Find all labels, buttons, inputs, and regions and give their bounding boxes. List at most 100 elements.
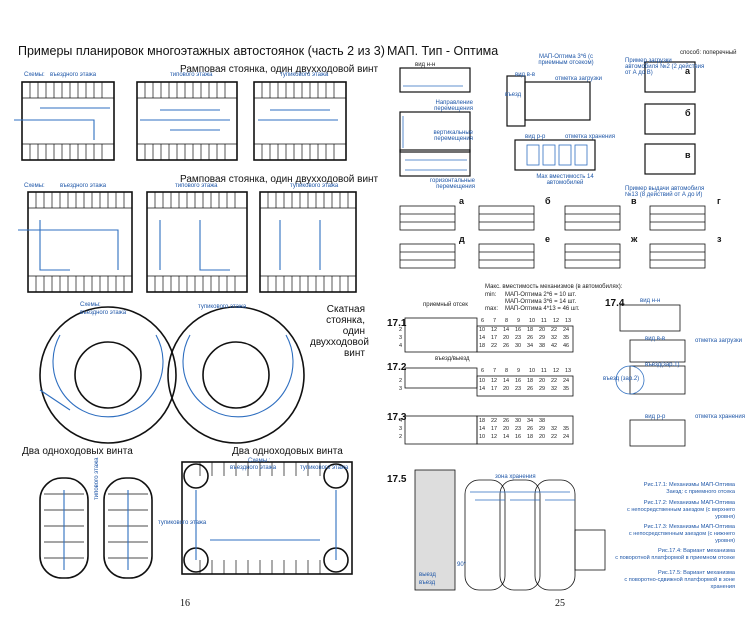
t172-cell: 18	[527, 378, 534, 384]
t171-level: 4	[399, 343, 403, 349]
t171-cell: 20	[503, 335, 510, 341]
t172-level: 2	[399, 378, 403, 384]
exit-example: Пример выдачи автомобиля №13 (8 действий…	[625, 186, 705, 198]
t172-cell: 10	[479, 378, 486, 384]
t173-cell: 35	[563, 426, 570, 432]
t172-col: 9	[517, 368, 521, 374]
t172-col: 13	[565, 368, 572, 374]
sec4-label-entry: въездного этажа	[230, 465, 277, 471]
t172-cell: 16	[515, 378, 522, 384]
left-page-number: 16	[180, 598, 190, 609]
t171-col: 7	[493, 318, 497, 324]
exit-step-letter: ж	[631, 234, 638, 244]
load-step-letter: а	[685, 66, 691, 76]
t171-cell: 18	[479, 343, 486, 349]
t173-cell: 24	[563, 434, 570, 440]
fig174-mark-store: отметка хранения	[695, 414, 745, 420]
load-grids	[399, 205, 706, 269]
t171-level: 2	[399, 327, 403, 333]
t171-cell: 22	[491, 343, 498, 349]
grid-173	[404, 415, 478, 445]
exit-step-letter: в	[631, 196, 637, 206]
t172-cell: 20	[539, 378, 546, 384]
sec4-label-dead-end-2: тупикового этажа	[300, 465, 349, 471]
t171-cell: 42	[551, 343, 558, 349]
plan-two-helix-c	[181, 461, 353, 575]
t173-cell: 22	[491, 418, 498, 424]
fig175-exit: выезд	[419, 572, 436, 578]
right-page: МАП. Тип - Оптима	[375, 0, 750, 641]
load-example: Пример загрузки автомобиля №2 (2 действи…	[625, 58, 705, 76]
sec4-label-typical: типового этажа	[94, 457, 100, 500]
t171-cell: 46	[563, 343, 570, 349]
t173-cell: 22	[551, 434, 558, 440]
t172-cell: 23	[515, 386, 522, 392]
plan-ramp-typical	[136, 81, 238, 161]
t171-cell: 32	[551, 335, 558, 341]
t173-cell: 34	[527, 418, 534, 424]
exit-step-letter: г	[717, 196, 721, 206]
fig174-entry-exit: въезд(зар.1)	[645, 362, 680, 368]
fig-174	[619, 304, 681, 332]
t171-cell: 16	[515, 327, 522, 333]
t171-col: 12	[553, 318, 560, 324]
t173-cell: 38	[539, 418, 546, 424]
t171-cell: 22	[551, 327, 558, 333]
t171-cell: 18	[527, 327, 534, 333]
sec2-title: Рамповая стоянка, один двухходовой винт	[180, 174, 379, 185]
t172-cell: 14	[479, 386, 486, 392]
t172-cell: 14	[503, 378, 510, 384]
view-rr: вид р-р	[525, 134, 546, 140]
t173-cell: 20	[539, 434, 546, 440]
fig174-view-rr: вид р-р	[645, 414, 666, 420]
sec3-title: Скатная стоянка, один двухходовой винт	[310, 304, 369, 359]
exit-step-letter: д	[459, 234, 465, 244]
t172-cell: 20	[503, 386, 510, 392]
label-horizontal: Направление перемещения	[434, 100, 473, 112]
capacity-title: Макс. вместимость механизмов (в автомоби…	[485, 284, 623, 290]
label-horizontal-2: горизонтальные перемещения	[429, 178, 475, 190]
t172-col: 8	[505, 368, 509, 374]
t172-col: 12	[553, 368, 560, 374]
fig174-entry: въезд (зар.2)	[603, 376, 640, 382]
t172-cell: 22	[551, 378, 558, 384]
t171-cell: 24	[563, 327, 570, 333]
fig174-mark-load: отметка загрузки	[695, 338, 742, 344]
view-vv: вид в-в	[515, 72, 536, 78]
plan-spiral-dead-end	[167, 306, 305, 444]
fig175-entry: въезд	[419, 580, 436, 586]
load-step-letter: в	[685, 150, 691, 160]
t173-cell: 29	[539, 426, 546, 432]
t172-cell: 29	[539, 386, 546, 392]
sec1-label-typical: типового этажа	[170, 72, 213, 78]
sec1-label-dead-end: тупикового этажа	[280, 72, 329, 78]
t173-cell: 17	[491, 426, 498, 432]
t173-cell: 14	[503, 434, 510, 440]
t173-cell: 10	[479, 434, 486, 440]
sec2-label-entry: въездного этажа	[60, 183, 107, 189]
left-page: Примеры планировок многоэтажных автостоя…	[14, 44, 385, 609]
exit-step-letter: а	[459, 196, 465, 206]
capacity-row-2: МАП-Оптима 3*6 = 14 шт.	[505, 299, 577, 305]
t173-cell: 20	[503, 426, 510, 432]
t172-cell: 17	[491, 386, 498, 392]
t171-col: 13	[565, 318, 572, 324]
plan-ramp2-entry	[27, 191, 133, 293]
t171-col: 6	[481, 318, 485, 324]
t171-cell: 34	[527, 343, 534, 349]
plan-ramp-entry	[21, 81, 115, 161]
capacity: Max вместимость 14 автомобилей	[536, 174, 594, 186]
label-172: 17.2	[387, 362, 407, 373]
t172-cell: 26	[527, 386, 534, 392]
t173-cell: 12	[491, 434, 498, 440]
sec2-label-dead-end: тупикового этажа	[290, 183, 339, 189]
mechanism-name: МАП-Оптима 3*6 (с приемным отсеком)	[538, 54, 594, 66]
t173-cell: 16	[515, 434, 522, 440]
t172-cell: 24	[563, 378, 570, 384]
t173-cell: 23	[515, 426, 522, 432]
t171-col: 9	[517, 318, 521, 324]
sec1-schemes: Схемы:	[24, 72, 45, 78]
t171-cell: 14	[479, 335, 486, 341]
sec4-schemes: Схемы :	[248, 458, 271, 464]
